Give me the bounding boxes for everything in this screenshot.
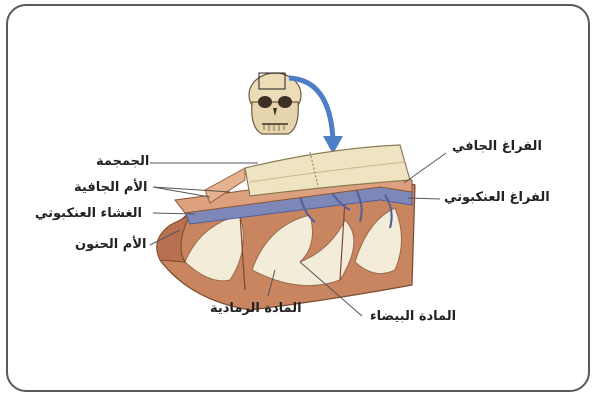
- leader-epidural: [404, 153, 446, 183]
- label-gray-matter: المادة الرمادية: [210, 301, 302, 317]
- label-pia-mater: الأم الحنون: [75, 237, 146, 253]
- label-subarachnoid-space: الفراغ العنكبوتي: [444, 190, 550, 206]
- skull-icon: [249, 73, 301, 134]
- brain-cross-section: [157, 145, 415, 310]
- label-epidural-space: الفراغ الجافي: [452, 139, 542, 155]
- label-white-matter: المادة البيضاء: [370, 309, 456, 325]
- label-dura-mater: الأم الجافية: [74, 180, 147, 196]
- label-arachnoid-membrane: الغشاء العنكبوتي: [35, 206, 142, 222]
- label-skull: الجمجمة: [96, 154, 149, 170]
